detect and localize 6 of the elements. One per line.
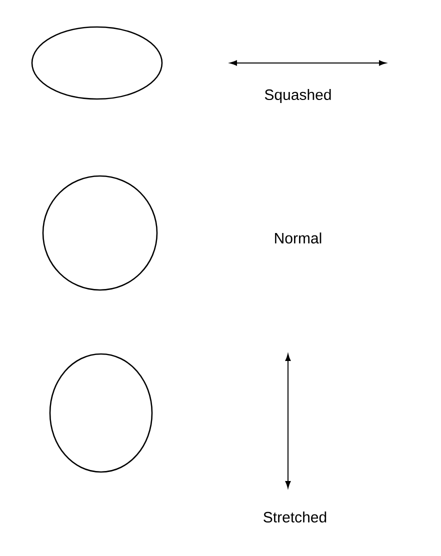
ellipse (31, 26, 163, 100)
label: Normal (275, 232, 322, 244)
ellipse (49, 353, 153, 473)
label: Squashed (264, 89, 331, 103)
label: Stretched (264, 512, 326, 522)
circle (42, 175, 158, 291)
